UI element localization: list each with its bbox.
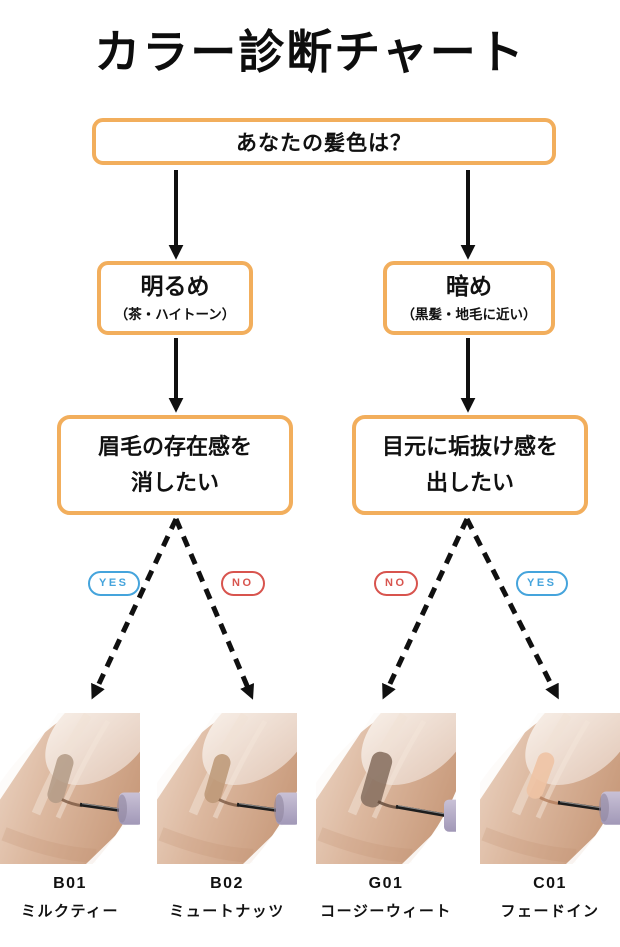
answer-badge-no-left: NO: [221, 571, 265, 597]
result-item: B01 ミルクティー: [0, 713, 140, 921]
product-swatch: [204, 754, 231, 804]
flow-node-condition-eye: 目元に垢抜け感を 出したい: [352, 415, 588, 515]
flow-node-branch-light: 明るめ （茶・ハイトーン）: [97, 261, 253, 335]
product-swatch: [360, 751, 393, 808]
wand-rod: [236, 802, 282, 813]
answer-badge-yes-right: YES: [516, 571, 568, 597]
arm-swatch-photo: [157, 713, 297, 864]
branch-dark-label: 暗め: [446, 273, 492, 300]
wand-cap: [444, 799, 456, 832]
result-code: C01: [533, 875, 567, 892]
answer-badge-no-right: NO: [374, 571, 418, 597]
flow-node-condition-brow: 眉毛の存在感を 消したい: [57, 415, 293, 515]
page-title: カラー診断チャート: [94, 26, 526, 78]
result-item: C01 フェードイン: [480, 713, 620, 921]
product-swatch: [526, 752, 555, 799]
result-item: G01 コージーウィート: [316, 713, 456, 921]
arm-swatch-illustration: [480, 713, 620, 864]
product-swatch: [47, 754, 74, 804]
flow-node-branch-dark: 暗め （黒髪・地毛に近い）: [383, 261, 555, 335]
arm-swatch-photo: [480, 713, 620, 864]
result-code: G01: [368, 875, 404, 892]
branch-light-sub: （茶・ハイトーン）: [114, 306, 236, 322]
arm-swatch-illustration: [157, 713, 297, 864]
arm-swatch-illustration: [0, 713, 140, 864]
condition-eye-line2: 出したい: [425, 470, 514, 495]
branch-dark-sub: （黒髪・地毛に近い）: [401, 306, 537, 322]
branch-light-label: 明るめ: [140, 273, 210, 300]
condition-eye-line1: 目元に垢抜け感を: [381, 434, 558, 459]
result-item: B02 ミュートナッツ: [157, 713, 297, 921]
result-name: ミュートナッツ: [169, 903, 285, 920]
flow-node-question: あなたの髪色は？: [92, 118, 556, 165]
result-code: B02: [210, 875, 244, 892]
result-code: B01: [53, 875, 87, 892]
wand-rod: [79, 802, 125, 813]
arm-swatch-photo: [0, 713, 140, 864]
arm-swatch-illustration: [316, 713, 456, 864]
wand-rod: [557, 800, 607, 812]
arm-swatch-photo: [316, 713, 456, 864]
condition-brow-line2: 消したい: [130, 470, 219, 495]
result-name: コージーウィート: [320, 903, 452, 920]
answer-badge-yes-left: YES: [88, 571, 140, 597]
result-name: ミルクティー: [20, 903, 120, 920]
wand-rod: [395, 804, 449, 818]
question-text: あなたの髪色は？: [236, 131, 412, 155]
result-name: フェードイン: [500, 903, 600, 920]
condition-brow-line1: 眉毛の存在感を: [97, 434, 252, 459]
